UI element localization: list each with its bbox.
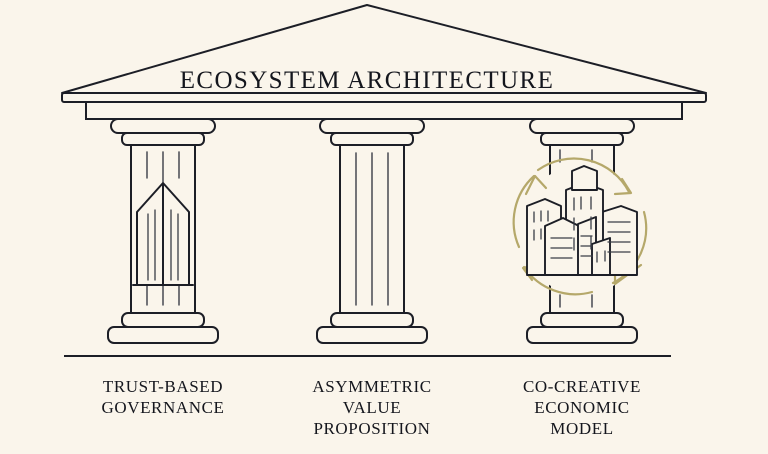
column-base-plinth (107, 326, 219, 344)
shield-icon (132, 182, 194, 286)
fluted-column-icon (355, 152, 389, 306)
circular-arrows-icon (512, 157, 648, 296)
pillar-label-co-creative-economic-model: CO-CREATIVE ECONOMIC MODEL (523, 377, 641, 438)
pillar-label-line: ECONOMIC (534, 398, 629, 417)
pillar-label-trust-based-governance: TRUST-BASED GOVERNANCE (101, 377, 224, 417)
column-base-torus (330, 312, 414, 328)
pillar-label-line: PROPOSITION (313, 419, 430, 438)
pillar-label-line: MODEL (550, 419, 613, 438)
building-windows (533, 196, 631, 263)
pillar-asymmetric-value-proposition[interactable] (316, 118, 428, 344)
column-capital-abacus (529, 118, 635, 134)
pillar-trust-based-governance[interactable] (107, 118, 219, 344)
column-capital-echinus (121, 132, 205, 146)
column-flutes-lower (559, 294, 593, 308)
column-base-torus (121, 312, 205, 328)
column-capital-echinus (540, 132, 624, 146)
column-base-torus (540, 312, 624, 328)
pillar-label-line: VALUE (343, 398, 401, 417)
city-cycle-icon (512, 157, 648, 296)
column-base-plinth (316, 326, 428, 344)
pillar-label-line: TRUST-BASED (103, 377, 223, 396)
column-capital-abacus (319, 118, 425, 134)
pillar-label-line: ASYMMETRIC (312, 377, 431, 396)
column-base-plinth (526, 326, 638, 344)
page-title: ECOSYSTEM ARCHITECTURE (180, 67, 555, 94)
column-capital-echinus (330, 132, 414, 146)
column-capital-abacus (110, 118, 216, 134)
pillar-label-line: GOVERNANCE (101, 398, 224, 417)
pillar-label-asymmetric-value-proposition: ASYMMETRIC VALUE PROPOSITION (312, 377, 431, 438)
pillar-co-creative-economic-model[interactable] (512, 118, 648, 344)
roof-base-slab (61, 92, 707, 103)
architrave-band (85, 101, 683, 120)
cityscape-icon (526, 165, 638, 276)
column-flutes-upper (146, 151, 180, 183)
pillar-label-line: CO-CREATIVE (523, 377, 641, 396)
pediment-group (61, 4, 707, 120)
